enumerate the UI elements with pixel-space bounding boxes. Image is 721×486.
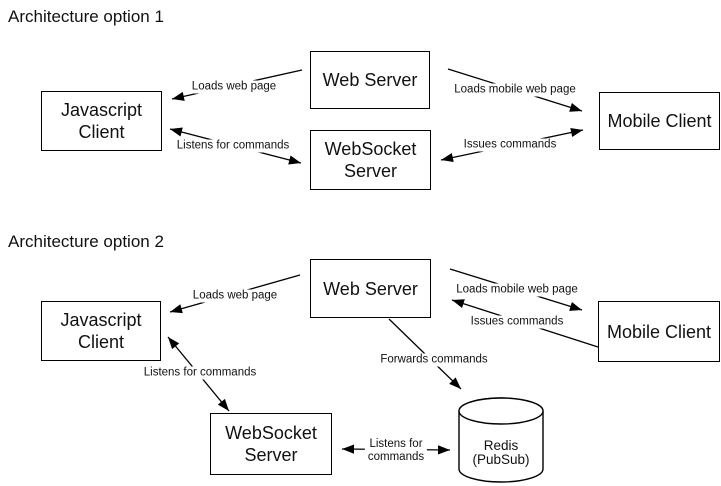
node-javascript-client-1-label: Javascript Client [60,100,143,142]
node-websocket-server-2: WebSocket Server [210,413,332,475]
node-mobile-client-2: Mobile Client [598,301,720,362]
node-mobile-client-2-label: Mobile Client [606,321,712,342]
edge-label-issues-commands-2: Issues commands [467,315,567,329]
node-mobile-client-1: Mobile Client [599,92,720,150]
node-mobile-client-1-label: Mobile Client [607,111,712,131]
edge-label-listens-for-commands-2: Listens for commands [140,366,260,380]
node-websocket-server-1: WebSocket Server [310,130,431,190]
node-web-server-2: Web Server [310,259,431,318]
option2-title: Architecture option 2 [8,232,164,251]
node-web-server-1-label: Web Server [322,70,418,90]
redis-cylinder-top [458,397,544,425]
edge-label-loads-web-page-2: Loads web page [189,289,281,303]
edge-label-loads-web-page-1: Loads web page [188,80,280,94]
node-websocket-server-1-label: WebSocket Server [324,139,417,181]
edge-label-listens-for-commands-1: Listens for commands [173,139,293,153]
node-web-server-1: Web Server [310,51,430,109]
edge-label-forwards-commands-2: Forwards commands [377,353,491,367]
node-web-server-2-label: Web Server [323,278,418,299]
node-redis-label: Redis (PubSub) [472,438,530,467]
edge-label-loads-mobile-web-page-1: Loads mobile web page [451,83,579,97]
node-javascript-client-2-label: Javascript Client [60,310,142,352]
node-javascript-client-1: Javascript Client [41,91,162,151]
redis-cylinder-shape [458,397,544,483]
edge-label-listens-for-commands-redis-2: Listens for commands [364,438,428,464]
option1-title: Architecture option 1 [8,7,164,26]
edge-label-issues-commands-1: Issues commands [460,138,560,152]
node-javascript-client-2: Javascript Client [41,301,161,361]
edge-label-loads-mobile-web-page-2: Loads mobile web page [453,283,581,297]
node-websocket-server-2-label: WebSocket Server [225,423,317,465]
